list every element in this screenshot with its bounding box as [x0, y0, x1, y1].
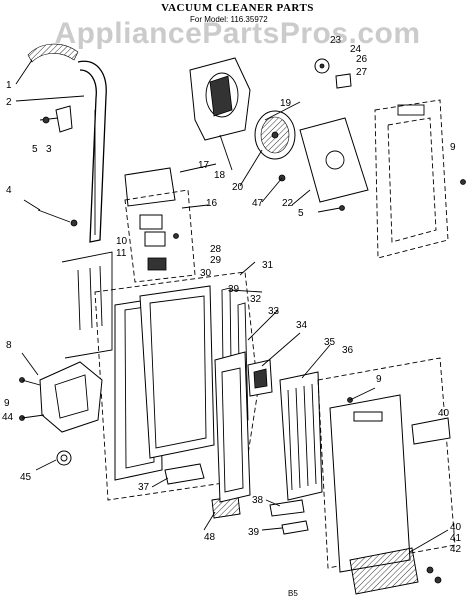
part-nut-45 [56, 450, 72, 466]
label-part-32: 34 [296, 320, 308, 331]
label-part-31: 33 [268, 306, 280, 317]
label-part-19: 22 [282, 198, 294, 209]
label-part-24: 27 [356, 67, 368, 78]
part-handle-grip [27, 43, 79, 63]
label-part-37: 37 [138, 482, 150, 493]
label-part-3: 3 [46, 144, 52, 155]
part-frame-outline-29 [94, 271, 259, 501]
part-fan-assembly [254, 110, 296, 182]
label-part-45: 45 [20, 472, 32, 483]
label-part-20: 24 [350, 44, 362, 55]
label-part-23: 26 [356, 54, 368, 65]
label-part-26: 28 [210, 244, 222, 255]
part-dust-bag [279, 371, 323, 501]
label-part-27: 29 [210, 255, 222, 266]
label-part-10: 10 [116, 236, 128, 247]
label-part-4b: 5 [298, 208, 304, 219]
label-part-29: 31 [262, 260, 274, 271]
part-number-labels: 1 2 5 3 4 17 16 18 20 47 22 19 23 24 26 … [2, 35, 462, 598]
label-part-48: 48 [204, 532, 216, 543]
label-part-42: 42 [450, 544, 462, 555]
label-part-39: 39 [248, 527, 260, 538]
label-part-15: 17 [198, 160, 210, 171]
watermark: AppliancePartsPros.com [54, 17, 421, 50]
part-headlight-housing [39, 361, 103, 433]
label-part-5: 4 [6, 185, 12, 196]
label-part-33: 35 [324, 337, 336, 348]
label-part-2: 2 [6, 97, 12, 108]
part-front-cover-34 [317, 357, 456, 573]
part-motor-housing [189, 57, 251, 141]
part-screws-left [19, 377, 45, 421]
label-part-34: 36 [342, 345, 354, 356]
part-motor-plate [299, 117, 369, 203]
part-handle-tube [77, 60, 107, 243]
label-part-8: 8 [6, 340, 12, 351]
part-switch-group [124, 167, 196, 283]
label-part-28: 30 [200, 268, 212, 279]
leader-lines [15, 59, 449, 553]
label-part-9a: 9 [450, 142, 456, 153]
label-part-35: 39 [228, 284, 240, 295]
label-part-14: 16 [206, 198, 218, 209]
label-part-41: 41 [450, 533, 462, 544]
label-part-30: 32 [250, 294, 262, 305]
diagram-header-title: VACUUM CLEANER PARTS [161, 2, 314, 14]
part-cord-hooks [61, 251, 113, 359]
label-part-9b: 9 [376, 374, 382, 385]
part-bag-holder [214, 351, 251, 503]
part-pad-37 [164, 463, 205, 485]
part-screw-9-right [347, 387, 376, 403]
part-rear-cover [374, 99, 466, 259]
part-bottom-plate [349, 547, 442, 595]
part-main-body [114, 285, 215, 481]
label-part-11: 11 [116, 248, 127, 259]
part-fitting-22 [314, 58, 330, 74]
label-part-38: 38 [252, 495, 264, 506]
label-part-47: 47 [252, 198, 264, 209]
label-part-40: 40 [450, 522, 462, 533]
part-screw-5 [37, 209, 78, 227]
label-part-9c: 9 [4, 398, 10, 409]
label-part-36: 40 [438, 408, 450, 419]
diagram-model-line: For Model: 116.35972 [190, 15, 268, 24]
part-handle-bracket [39, 105, 73, 133]
label-part-22: 23 [330, 35, 342, 46]
part-clip-23 [335, 73, 352, 89]
label-part-4: 5 [32, 144, 38, 155]
corner-code: B5 [288, 589, 298, 598]
part-clips-38-39 [269, 499, 309, 535]
label-part-16: 18 [214, 170, 226, 181]
label-part-18: 20 [232, 182, 244, 193]
label-part-17: 19 [280, 98, 292, 109]
part-latch-36 [411, 417, 451, 445]
part-bag-collar [247, 359, 273, 397]
label-part-44: 44 [2, 412, 14, 423]
part-screw-4 [317, 205, 345, 213]
label-part-1: 1 [6, 80, 12, 91]
